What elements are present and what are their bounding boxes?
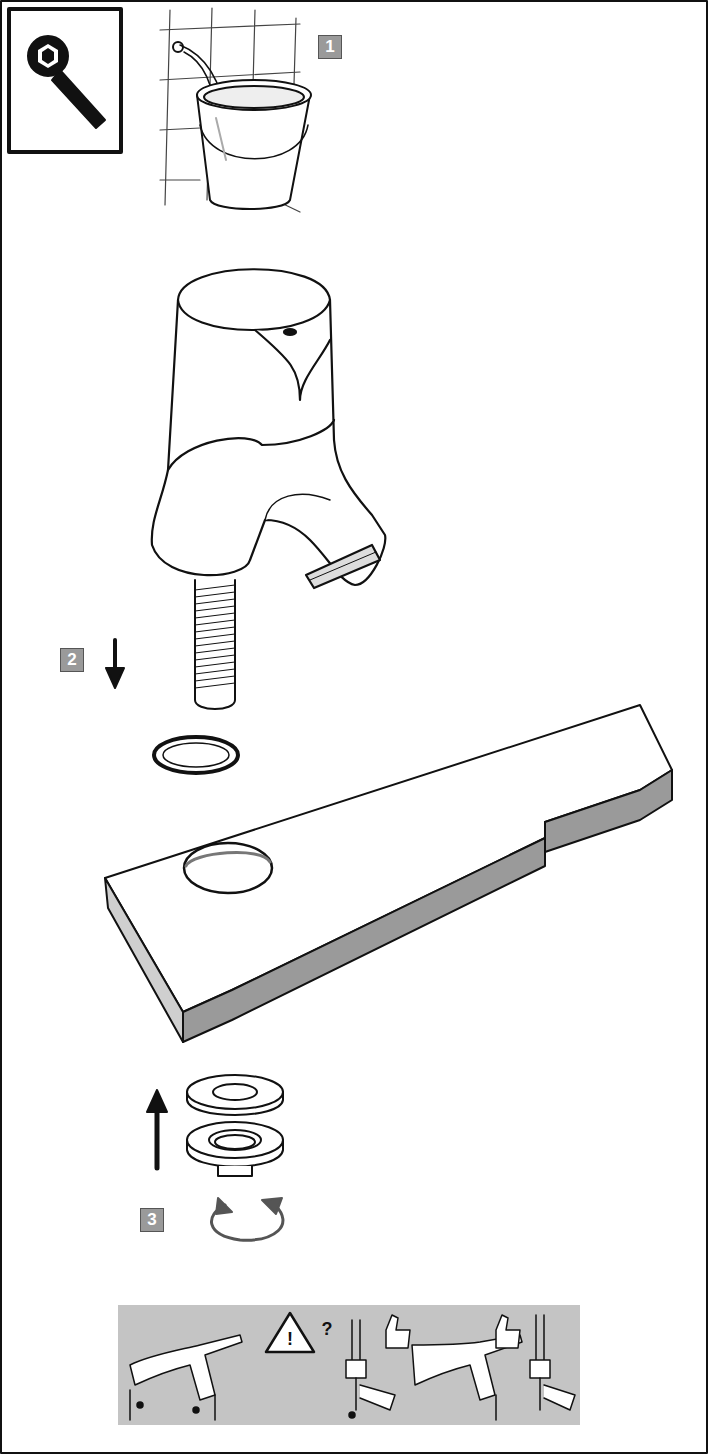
warning-mark: !	[283, 1328, 297, 1350]
nut-flange	[187, 1122, 283, 1176]
thumb-up-icon	[386, 1315, 522, 1420]
tool-icon-frame	[9, 9, 121, 152]
callout-number: 2	[60, 648, 84, 672]
callout-number: 1	[318, 35, 342, 59]
wrench-icon	[28, 36, 105, 128]
thumb-up-icon	[496, 1315, 520, 1348]
down-arrow	[106, 640, 124, 688]
bucket	[197, 80, 311, 209]
faucet	[152, 269, 386, 588]
rotation-arrow	[211, 1198, 282, 1240]
faucet-leaking	[130, 1335, 242, 1420]
valve-ok	[530, 1315, 575, 1410]
callout-number: 3	[140, 1208, 164, 1232]
threaded-shank	[195, 580, 235, 709]
question-mark: ?	[318, 1316, 336, 1342]
washer	[187, 1075, 283, 1115]
up-arrow	[147, 1090, 167, 1168]
check-strip	[118, 1305, 580, 1425]
countertop	[105, 705, 672, 1042]
o-ring	[154, 737, 238, 773]
